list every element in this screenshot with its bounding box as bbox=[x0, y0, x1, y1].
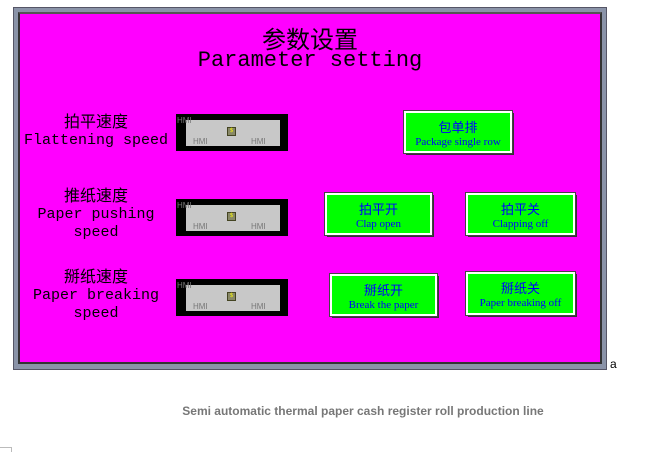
watermark: HMI bbox=[193, 222, 208, 231]
paper-pushing-speed-input[interactable]: HMI HMI HMI $ bbox=[176, 199, 288, 236]
watermark: HMI bbox=[177, 201, 192, 210]
hmi-icon: $ bbox=[227, 212, 236, 221]
flattening-speed-input[interactable]: HMI HMI HMI $ bbox=[176, 114, 288, 151]
button-label-cn: 拍平开 bbox=[358, 202, 398, 217]
paper-breaking-speed-input[interactable]: HMI HMI HMI $ bbox=[176, 279, 288, 316]
button-label-en: Package single row bbox=[415, 136, 501, 148]
button-label-cn: 掰纸关 bbox=[500, 281, 540, 296]
watermark: HMI bbox=[177, 116, 192, 125]
watermark: HMI bbox=[251, 137, 266, 146]
page-title-en: Parameter setting bbox=[197, 48, 423, 73]
parameter-panel: 参数设置 Parameter setting bbox=[18, 12, 602, 364]
label-cn: 拍平速度 bbox=[63, 114, 128, 131]
hmi-icon: $ bbox=[227, 292, 236, 301]
label-en: Paper breaking speed bbox=[32, 287, 160, 322]
watermark: HMI bbox=[177, 281, 192, 290]
page-title-cn: 参数设置 bbox=[262, 28, 358, 54]
stray-text: a bbox=[610, 357, 617, 371]
button-label-en: Break the paper bbox=[348, 299, 419, 311]
button-label-en: Clap open bbox=[356, 218, 401, 230]
button-label-en: Paper breaking off bbox=[479, 297, 562, 309]
button-label-cn: 包单排 bbox=[438, 120, 478, 135]
button-label-cn: 掰纸开 bbox=[363, 283, 403, 298]
label-cn: 推纸速度 bbox=[63, 188, 128, 205]
button-label-en: Clapping off bbox=[492, 218, 549, 230]
watermark: HMI bbox=[251, 222, 266, 231]
corner-mark bbox=[0, 447, 12, 452]
watermark: HMI bbox=[193, 302, 208, 311]
button-label-cn: 拍平关 bbox=[500, 202, 540, 217]
label-cn: 掰纸速度 bbox=[63, 269, 128, 286]
hmi-icon: $ bbox=[227, 127, 236, 136]
footer-caption: Semi automatic thermal paper cash regist… bbox=[182, 404, 544, 418]
label-en: Paper pushing speed bbox=[37, 206, 155, 241]
label-en: Flattening speed bbox=[23, 132, 169, 149]
watermark: HMI bbox=[251, 302, 266, 311]
hmi-screen-frame: 参数设置 Parameter setting bbox=[13, 7, 607, 370]
watermark: HMI bbox=[193, 137, 208, 146]
